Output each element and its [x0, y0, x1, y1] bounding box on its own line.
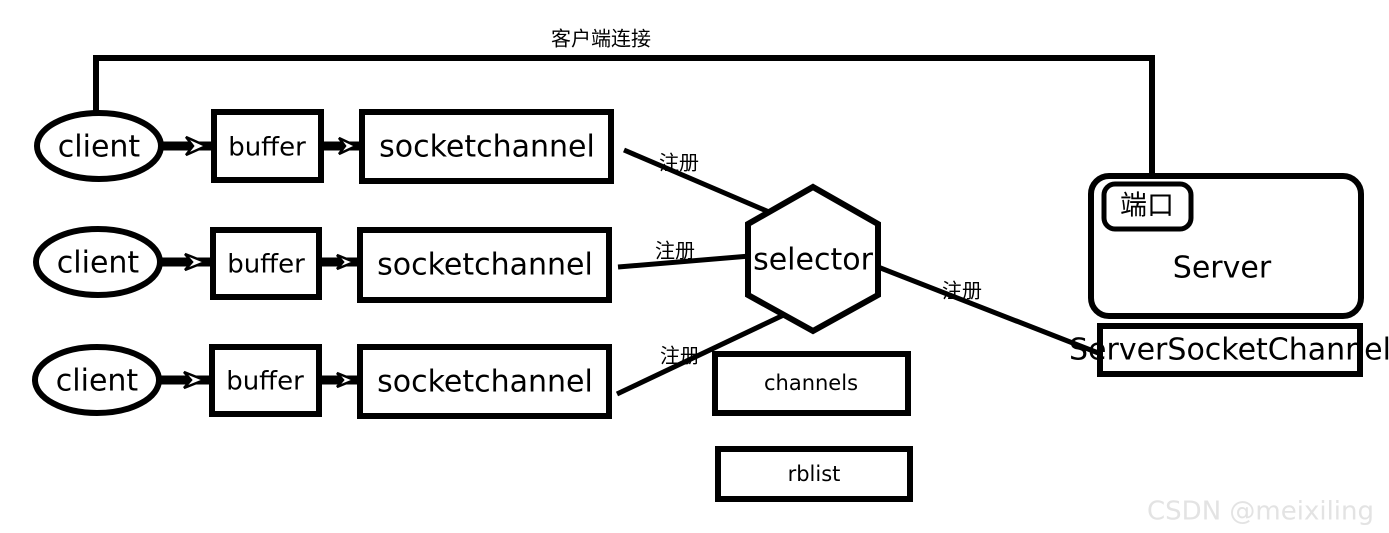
server-register-line	[877, 264, 1107, 359]
socketchannel-box-2[interactable]	[357, 227, 612, 303]
register-label-3: 注册	[660, 344, 700, 368]
buffer-to-channel-arrow-3	[336, 371, 358, 389]
socketchannel-label-3: socketchannel	[377, 365, 593, 400]
selector-node[interactable]: selector	[745, 183, 881, 335]
client-label-2: client	[57, 246, 140, 281]
client-to-buffer-arrow-1	[185, 135, 210, 157]
socketchannel-label-1: socketchannel	[379, 130, 595, 165]
port-label: 端口	[1120, 191, 1174, 222]
selector-to-serversocketchannel: 注册	[877, 264, 1107, 359]
buffer-to-channel-arrow-1	[338, 136, 359, 156]
client-label-1: client	[58, 130, 141, 165]
port-box[interactable]	[1101, 181, 1194, 232]
client-connection-label: 客户端连接	[551, 27, 651, 51]
client-to-buffer-arrow-2	[184, 252, 209, 272]
register-line-1	[623, 147, 777, 218]
buffer-box-1[interactable]	[211, 109, 324, 183]
register-line-3	[615, 309, 792, 397]
rblist-label: rblist	[788, 462, 841, 486]
client-connection-path	[93, 55, 1155, 176]
buffer-to-channel-arrow-2	[336, 253, 358, 271]
selector-hexagon[interactable]	[745, 183, 881, 335]
buffer-label-3: buffer	[226, 367, 304, 397]
rblist-box[interactable]	[715, 446, 913, 502]
server-group[interactable]: 端口 Server ServerSocketChannel	[1069, 173, 1389, 377]
client-to-buffer-arrow-3	[183, 370, 208, 390]
register-label-2: 注册	[655, 239, 695, 263]
selector-label: selector	[753, 243, 873, 278]
server-label: Server	[1173, 251, 1272, 286]
pipeline-row-1: client buffer socketchannel 注册	[34, 109, 777, 218]
socketchannel-box-1[interactable]	[359, 109, 614, 184]
registry-boxes: channels rblist	[712, 351, 913, 502]
buffer-box-2[interactable]	[210, 227, 322, 300]
buffer-label-1: buffer	[228, 133, 306, 163]
csdn-watermark: CSDN @meixiling	[1147, 497, 1374, 527]
socketchannel-box-3[interactable]	[357, 344, 612, 419]
server-register-label: 注册	[942, 279, 982, 303]
pipeline-row-2: client buffer socketchannel 注册	[33, 226, 751, 303]
buffer-label-2: buffer	[227, 250, 305, 280]
pipeline-row-3: client buffer socketchannel 注册	[32, 309, 792, 419]
buffer-box-3[interactable]	[209, 344, 322, 417]
client-label-3: client	[56, 364, 139, 399]
channels-box[interactable]	[712, 351, 911, 416]
channels-label: channels	[764, 371, 858, 395]
socketchannel-label-2: socketchannel	[377, 248, 593, 283]
register-label-1: 注册	[659, 151, 699, 175]
serversocketchannel-box[interactable]	[1097, 323, 1363, 377]
register-line-2	[617, 253, 751, 270]
serversocketchannel-label: ServerSocketChannel	[1069, 333, 1389, 368]
client-connection-bracket	[93, 55, 1155, 176]
